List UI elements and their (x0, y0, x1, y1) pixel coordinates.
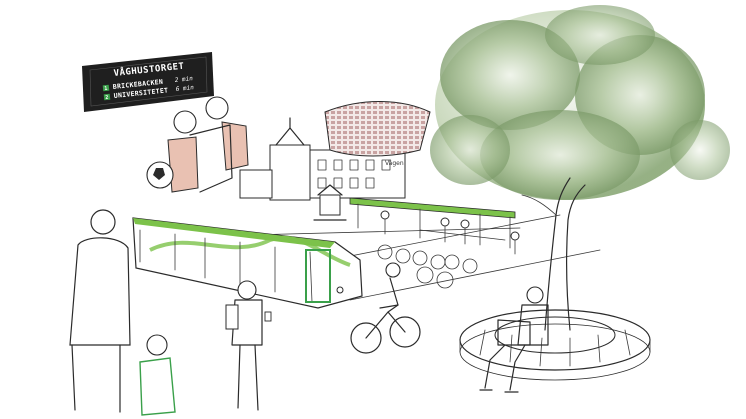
historic-building: Vågen (239, 117, 406, 201)
bus-shelter (349, 197, 516, 249)
woman-with-coffee (225, 280, 272, 411)
father-and-child (69, 209, 176, 416)
modern-building (324, 101, 431, 157)
circular-bench (459, 309, 651, 381)
sign-row-1-time: 2 min (174, 75, 193, 84)
sign-row-1-line: 1 (104, 86, 108, 92)
man-with-laptop (479, 286, 549, 393)
line-2-badge (103, 93, 111, 101)
green-bus (132, 217, 363, 309)
building-sign: Vågen (385, 160, 404, 167)
line-1-badge (102, 84, 110, 92)
waiting-passengers (380, 210, 520, 255)
sign-row-2-time: 6 min (175, 84, 194, 93)
sign-row-2-line: 2 (105, 95, 109, 101)
cyclist (350, 262, 421, 354)
parked-bicycles (377, 244, 478, 289)
pavilion (313, 184, 347, 221)
tree (430, 5, 730, 331)
coffee-cup-icon (264, 311, 272, 322)
departure-sign: VÅGHUSTORGET 1 BRICKEBACKEN 2 min 2 UNIV… (82, 52, 214, 112)
kids-hugging (146, 96, 249, 193)
